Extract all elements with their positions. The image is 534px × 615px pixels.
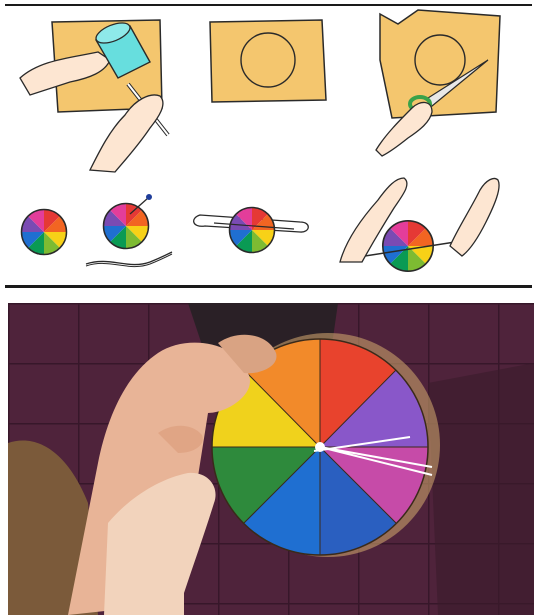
color-wheel-photo [8, 303, 534, 615]
thread-string-step [194, 208, 309, 253]
color-wheel-step [22, 210, 67, 255]
divider-rule [5, 285, 532, 288]
trace-circle-step [20, 19, 168, 172]
instruction-illustrations [0, 0, 534, 290]
cardboard-circle-step [210, 20, 326, 102]
spin-wheel-step [340, 178, 499, 271]
cut-circle-step [376, 10, 500, 156]
pierce-holes-step [86, 194, 172, 267]
